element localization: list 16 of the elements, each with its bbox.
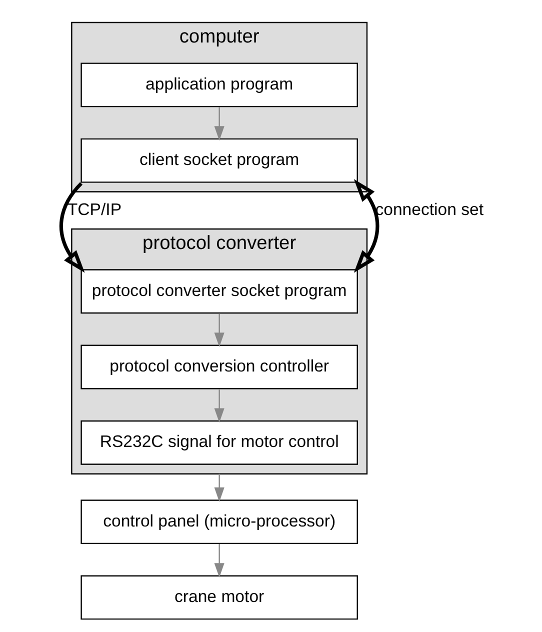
node-box: client socket program — [80, 138, 358, 183]
arrow — [214, 544, 224, 578]
node-box: RS232C signal for motor control — [80, 420, 358, 465]
edge-label: connection set — [374, 200, 484, 219]
node-box: control panel (micro-processor) — [80, 500, 358, 544]
arrow — [214, 389, 224, 423]
arrow — [214, 106, 224, 141]
arrow — [214, 313, 224, 348]
arrow — [214, 474, 224, 502]
edge-label: TCP/IP — [66, 200, 122, 219]
node-box: application program — [80, 62, 358, 108]
arrow — [353, 179, 379, 273]
node-box: protocol conversion controller — [80, 344, 358, 390]
node-box: protocol converter socket program — [80, 269, 358, 314]
arrow — [58, 182, 84, 273]
node-box: crane motor — [80, 575, 358, 620]
